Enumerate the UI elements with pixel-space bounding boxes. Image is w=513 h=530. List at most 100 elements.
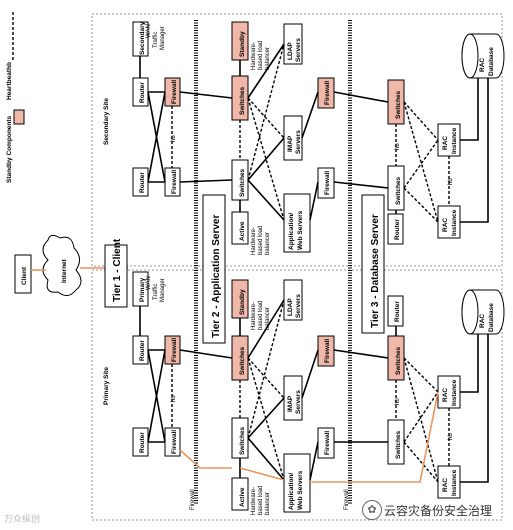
secondary-ldap-label-2: Servers <box>295 38 302 62</box>
primary-app-label-1: Application/ <box>288 473 295 510</box>
primary-standby-label: Standby <box>239 289 246 315</box>
secondary-t3-switches-top-label: Switches <box>395 90 402 119</box>
secondary-t3-switches-bottom-label: Switches <box>395 176 402 205</box>
s-rac-db-link-1 <box>460 78 479 141</box>
primary-tier3: Switches Switches hb RAC Instance RAC In… <box>310 289 505 499</box>
secondary-t3-router-label: Router <box>394 219 401 240</box>
primary-router-bottom-label: Router <box>139 432 146 453</box>
primary-switches-top-label: Switches <box>239 346 246 375</box>
secondary-switches-bottom-label: Switches <box>239 168 246 197</box>
firewall-band-1-label: Firewall <box>190 489 196 510</box>
primary-rac-bottom-label-1: RAC <box>442 478 449 492</box>
tier1-title: Tier 1 - Client <box>112 238 123 302</box>
secondary-standby-hwlb-2: based load <box>258 41 264 70</box>
s-t3-hb-label: hb <box>395 143 401 150</box>
primary-wan-primary-label: Primary <box>139 277 146 302</box>
primary-active-hwlb-2: based load <box>258 486 264 515</box>
secondary-tier2: Standby Hardware- based load balancer Sw… <box>179 21 335 255</box>
s-t2-t3-link <box>333 181 389 189</box>
secondary-app-web-servers <box>283 193 311 253</box>
tier1-title-box <box>104 244 128 308</box>
s-t2-w7 <box>301 91 319 139</box>
secondary-rac-bottom-label-2: Instance <box>451 209 458 236</box>
secondary-standby-label: Standby <box>239 31 246 57</box>
p-t2-w3 <box>247 357 285 481</box>
s-t2-w3 <box>247 97 285 221</box>
p-rac-hb-label: hb <box>448 433 454 440</box>
secondary-wan-secondary-label: Secondary <box>139 21 146 55</box>
primary-standby-hwlb-1: Hardware- <box>251 302 257 330</box>
p-t2-w1 <box>247 299 285 359</box>
s-t2-t3-link-2 <box>333 91 389 103</box>
s-t2-w8 <box>309 181 319 221</box>
secondary-firewall-bottom-label: Firewall <box>171 170 178 194</box>
watermark: ✿ 云容灾备份安全治理 <box>360 498 510 522</box>
p-t2-w5 <box>247 397 285 439</box>
secondary-wan-label-1: WAN <box>146 24 152 38</box>
secondary-firewall-t2-bottom-label: Firewall <box>324 171 331 195</box>
primary-rac-top-label-2: Instance <box>451 379 458 406</box>
watermark-text: 云容灾备份安全治理 <box>384 504 493 518</box>
secondary-active-label: Active <box>239 221 246 241</box>
legend-hb-label: hb <box>6 62 13 70</box>
primary-cross-2 <box>147 349 166 443</box>
s-t3-w1 <box>403 101 439 141</box>
primary-ldap-label-2: Servers <box>295 294 302 318</box>
s-t1-t2-link-2 <box>179 179 233 183</box>
primary-t3-switches-bottom-label: Switches <box>395 430 402 459</box>
primary-active-hwlb-3: balancer <box>265 492 271 515</box>
primary-firewall-top-label: Firewall <box>171 338 178 362</box>
p-t3-w1 <box>403 357 439 393</box>
p-t2-w8 <box>309 441 319 481</box>
secondary-wan-label-3: Manager <box>160 26 166 50</box>
secondary-standby-hwlb-3: balancer <box>265 47 271 70</box>
secondary-app-label-1: Application/ <box>288 213 295 250</box>
secondary-tier3: Switches Switches Router hb RAC Instance… <box>333 33 505 245</box>
primary-firewall-bottom-label: Firewall <box>171 430 178 454</box>
secondary-cross-2 <box>147 91 166 183</box>
s-t2-w4 <box>247 43 285 181</box>
secondary-switches-top-label: Switches <box>239 86 246 115</box>
primary-active-hwlb-1: Hardware- <box>251 487 257 515</box>
primary-firewall-t2-bottom-label: Firewall <box>324 431 331 455</box>
primary-firewall-hb-label: hb <box>171 395 177 402</box>
primary-standby-hwlb-3: balancer <box>265 307 271 330</box>
p-t3-w3 <box>403 391 439 443</box>
s-rac-hb-label: hb <box>448 178 454 185</box>
primary-tier2: Standby Hardware- based load balancer Sw… <box>179 279 335 515</box>
primary-imap-label-2: Servers <box>295 390 302 414</box>
secondary-ldap-label-1: LDAP <box>287 42 294 60</box>
p-t3-w2 <box>403 357 439 483</box>
tier3-router-label: Router <box>394 301 401 322</box>
primary-imap-label-1: IMAP <box>287 395 294 412</box>
s-t3-w2 <box>403 101 439 223</box>
secondary-router-bottom-label: Router <box>139 172 146 193</box>
legend: Heartbeat hb Standby Components <box>6 12 25 183</box>
p-t2-orange-app <box>239 467 285 481</box>
secondary-wan-label-2: Traffic <box>153 32 159 48</box>
primary-wan-label-3: Manager <box>160 278 166 302</box>
internet-cloud-icon <box>42 234 82 296</box>
tier2-title: Tier 2 - Application Server <box>211 215 222 338</box>
primary-tier1: Primary WAN Traffic Manager Router Firew… <box>132 271 181 457</box>
secondary-firewall-hb-label: hb <box>171 135 177 142</box>
secondary-firewall-t2-top-label: Firewall <box>324 81 331 105</box>
primary-rac-top-label-1: RAC <box>442 388 449 402</box>
p-t3-w4 <box>403 441 439 483</box>
tier2-title-box <box>202 194 226 344</box>
p-t3-hb-label: hb <box>395 398 401 405</box>
p-rac-db-link-2 <box>460 334 489 483</box>
secondary-firewall-top-label: Firewall <box>171 80 178 104</box>
tier3-title: Tier 3 - Database Server <box>370 214 381 328</box>
p-t1-t2-orange <box>179 449 232 469</box>
s-t2-w5 <box>247 137 285 181</box>
primary-t3-switches-top-label: Switches <box>395 346 402 375</box>
internet-label: Internet <box>61 258 68 283</box>
primary-wan-label-2: Traffic <box>153 284 159 300</box>
primary-rac-db-label-1: RAC <box>479 314 486 328</box>
secondary-site-region <box>91 13 503 267</box>
s-rac-db-link-2 <box>460 78 489 223</box>
p-t2-t3-link-2 <box>333 349 389 359</box>
s-t3-w3 <box>403 139 439 189</box>
firewall-band-2-label: Firewall <box>344 489 350 510</box>
